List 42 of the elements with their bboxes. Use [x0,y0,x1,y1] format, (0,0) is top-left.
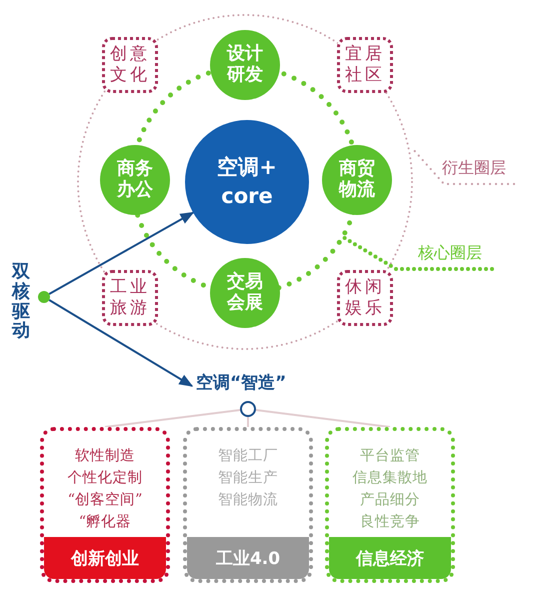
category-heading-band: 创新创业 [44,537,166,579]
category-heading-band: 工业4.0 [187,537,309,579]
text-box [337,270,393,326]
junction-dot [38,291,50,303]
branch-title: 空调“智造” [196,373,286,393]
connector-line [104,409,240,428]
node-label: 商贸物流 [338,159,376,201]
list-item: 软性制造 [75,447,135,466]
node-label: 创意文化 [110,44,150,86]
list-item: 良性竞争 [360,512,420,532]
leader-line [341,235,494,271]
category-card [40,427,170,583]
side-label: 双核驱动 [12,262,30,342]
connector-line [256,409,390,428]
node-label: 商务办公 [116,159,154,201]
layer-label: 核心圈层 [418,243,482,262]
node-label: 休闲娱乐 [344,276,386,320]
list-item: 智能生产 [218,469,278,488]
text-box [337,37,393,93]
list-item: 信息集散地 [352,469,428,488]
list-item: 个性化定制 [68,468,142,488]
list-item: 智能物流 [218,490,278,510]
layer-label: 衍生圈层 [442,158,506,177]
arrow [48,212,194,295]
list-item: “创客空间” [68,490,142,510]
arrow [48,299,194,387]
category-card [183,427,313,583]
node-label: 工业旅游 [110,276,150,320]
junction-circle [240,401,256,417]
node-label: 宜居社区 [344,44,386,86]
node-label: 交易会展 [226,272,264,314]
text-box [102,37,158,93]
text-box [102,270,158,326]
node-label: 空调+ core [216,154,278,210]
list-item: 智能工厂 [218,447,278,466]
category-heading-band: 信息经济 [329,537,451,579]
connector-line [247,417,249,427]
category-card [325,427,455,583]
list-item: 产品细分 [360,491,420,510]
node-label: 设计研发 [226,44,264,86]
list-item: 平台监管 [360,447,420,466]
list-item: “孵化器 [78,513,132,532]
